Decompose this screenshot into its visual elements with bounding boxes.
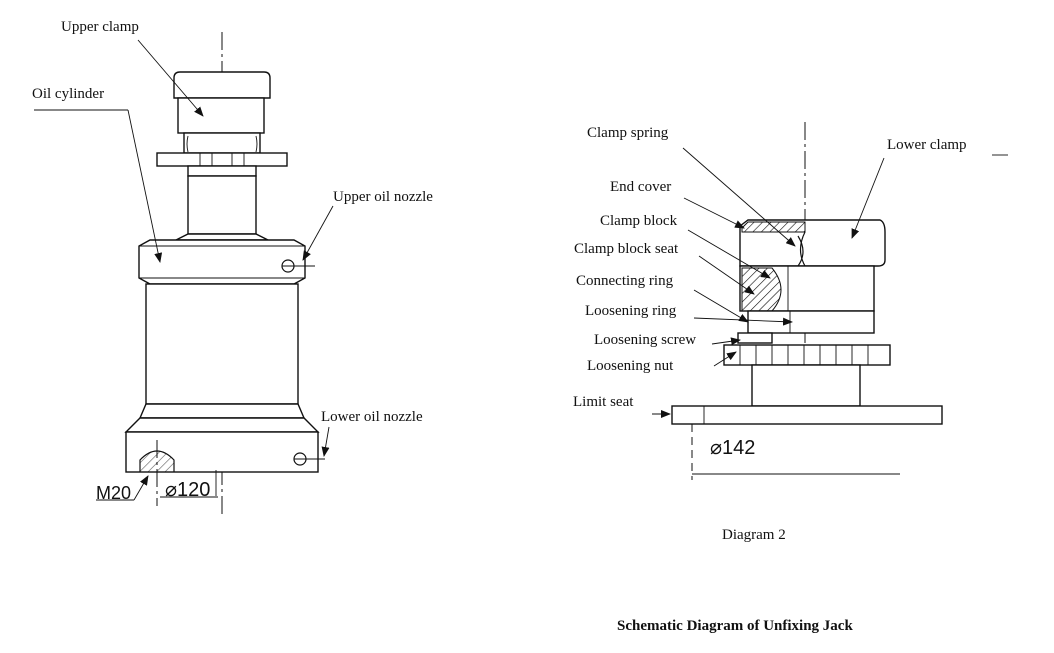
label-oil-cylinder: Oil cylinder <box>32 86 104 102</box>
label-lower-oil-nozzle: Lower oil nozzle <box>321 409 423 425</box>
left-jack-diagram: Upper clamp Oil cylinder Upper oil nozzl… <box>32 19 433 515</box>
dim-m20: M20 <box>96 483 131 503</box>
label-loosening-screw: Loosening screw <box>594 332 696 348</box>
loosening-screw-head <box>737 332 773 344</box>
label-clamp-block-seat: Clamp block seat <box>574 241 679 257</box>
cylinder-lower-flare <box>138 403 306 419</box>
cylinder-body <box>145 283 299 405</box>
label-loosening-nut: Loosening nut <box>587 358 674 374</box>
upper-clamp-shape <box>156 71 288 167</box>
piston-collar <box>187 165 257 177</box>
label-clamp-block: Clamp block <box>600 213 678 229</box>
limit-seat-plate <box>671 405 943 425</box>
right-jack-diagram: Clamp spring Lower clamp End cover Clamp… <box>573 122 1008 543</box>
diagram-caption: Diagram 2 <box>722 527 786 543</box>
loosening-nut-shape <box>723 344 891 366</box>
label-upper-oil-nozzle: Upper oil nozzle <box>333 189 433 205</box>
lower-clamp-shape <box>739 219 886 334</box>
dim-diameter-120: ⌀120 <box>165 479 210 501</box>
cylinder-base-flare <box>124 417 320 433</box>
oil-cylinder-head <box>138 239 306 285</box>
label-lower-clamp: Lower clamp <box>887 137 967 153</box>
jack-lower-body <box>751 364 861 407</box>
label-end-cover: End cover <box>610 179 671 195</box>
label-connecting-ring: Connecting ring <box>576 273 674 289</box>
rod-flare <box>175 233 269 241</box>
figure-title: Schematic Diagram of Unfixing Jack <box>617 618 853 634</box>
label-loosening-ring: Loosening ring <box>585 303 677 319</box>
label-clamp-spring: Clamp spring <box>587 125 669 141</box>
dim-diameter-142: ⌀142 <box>710 437 755 459</box>
label-limit-seat: Limit seat <box>573 394 634 410</box>
piston-rod <box>187 175 257 235</box>
label-upper-clamp: Upper clamp <box>61 19 139 35</box>
